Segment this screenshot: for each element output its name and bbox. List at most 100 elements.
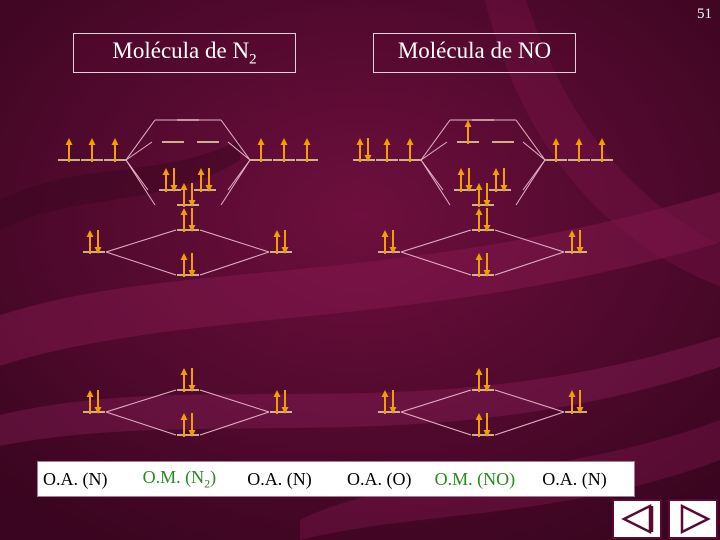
n2-right-atom-1s-electron-up <box>273 390 281 414</box>
n2-conn-r-pistar <box>227 141 251 161</box>
n2-left-atom-2s-electron-up <box>86 230 94 254</box>
no-conn-r-sigma2p <box>515 159 546 206</box>
footer-label-bar: O.A. (N) O.M. (N2) O.A. (N) O.A. (O) O.M… <box>37 461 635 497</box>
no-conn-l-sstar2s <box>400 229 472 253</box>
n2-mo-sigma-star-1s-electron-up <box>180 368 188 392</box>
n2-mo-sigma-2p-electron-up <box>180 183 188 207</box>
n2-mo-sigma-2s-electron-down <box>188 253 196 277</box>
no-mo-pi-2p-1-electron-down <box>465 168 473 192</box>
n2-left-atom-2s-electron-down <box>94 230 102 254</box>
n2-mo-pi-2p-1-electron-up <box>162 168 170 192</box>
n2-conn-l-pistar <box>125 141 153 161</box>
no-mo-pi-2p-2-electron-up <box>492 168 500 192</box>
label-n2-mo-sub: 2 <box>204 476 211 491</box>
no-left-atom-2p-1-electron-up <box>356 138 364 162</box>
n2-right-atom-2p-2-electron-up <box>280 138 288 162</box>
n2-mo-sigma-star-2s-electron-down <box>188 208 196 232</box>
no-conn-r-sigma1s <box>494 411 565 436</box>
n2-mo-sigma-1s-electron-up <box>180 413 188 437</box>
n2-left-atom-2p-3-electron-up <box>111 138 119 162</box>
no-mo-pi-star-2p-1-electron-up <box>464 120 472 144</box>
no-mo-sigma-star-2s-electron-up <box>475 208 483 232</box>
no-left-atom-2p-3-electron-up <box>406 138 414 162</box>
n2-mo-sigma-2s-electron-up <box>180 253 188 277</box>
n2-left-atom-1s-electron-up <box>86 390 94 414</box>
n2-right-atom-2s-electron-down <box>281 230 289 254</box>
n2-conn-l-sstar2s <box>105 229 177 253</box>
triangle-left-icon <box>621 503 654 535</box>
no-right-atom-1s-electron-up <box>568 390 576 414</box>
no-right-atom-2p-1-electron-up <box>552 138 560 162</box>
title-no-molecule: Molécula de NO <box>373 33 576 73</box>
label-n2-left-atomic-orbitals: O.A. (N) <box>43 468 108 489</box>
no-conn-r-sstar2s <box>494 229 565 253</box>
no-mo-sigma-star-1s-electron-up <box>475 368 483 392</box>
label-n2-molecular-orbitals: O.M. (N2) <box>143 467 248 492</box>
no-conn-r-pistar <box>522 141 546 161</box>
n2-conn-l-sigma2p <box>125 159 156 206</box>
n2-left-atom-1s-electron-down <box>94 390 102 414</box>
label-no-left-atomic-orbitals: O.A. (O) <box>346 468 412 489</box>
n2-conn-r-sstar1s <box>199 389 270 413</box>
n2-conn-l-sigma2s <box>105 251 177 276</box>
no-mo-sigma-star-2s-electron-down <box>483 208 491 232</box>
no-mo-sigma-2p-electron-down <box>483 183 491 207</box>
n2-right-atom-1s-electron-down <box>281 390 289 414</box>
no-left-atom-1s-electron-down <box>389 390 397 414</box>
no-conn-l-pistar <box>420 141 448 161</box>
triangle-right-icon <box>680 503 711 535</box>
no-conn-l-sstar1s <box>400 389 472 413</box>
n2-conn-l-sstar2p <box>125 119 156 161</box>
n2-conn-l-sigma1s <box>105 411 177 436</box>
title-n2-subscript: 2 <box>249 51 257 68</box>
label-no-molecular-orbitals: O.M. (NO) <box>434 468 516 489</box>
no-mo-sigma-2s-electron-up <box>475 253 483 277</box>
no-mo-pi-2p-1-electron-up <box>457 168 465 192</box>
no-mo-sigma-star-1s-electron-down <box>483 368 491 392</box>
no-conn-r-sstar2p <box>515 119 546 161</box>
n2-conn-r-sigma1s <box>199 411 270 436</box>
no-mo-sigma-1s-electron-up <box>475 413 483 437</box>
title-n2-molecule: Molécula de N2 <box>73 33 296 73</box>
n2-left-atom-2p-2-electron-up <box>88 138 96 162</box>
title-no-text: Molécula de NO <box>397 38 552 63</box>
no-left-atom-1s-electron-up <box>381 390 389 414</box>
n2-right-atom-2p-3-electron-up <box>303 138 311 162</box>
no-mo-sigma-1s-electron-down <box>483 413 491 437</box>
n2-mo-pi-2p-1-electron-down <box>170 168 178 192</box>
no-mo-sigma-2s-electron-down <box>483 253 491 277</box>
no-right-atom-2s-electron-up <box>568 230 576 254</box>
n2-conn-r-sstar2s <box>199 229 270 253</box>
n2-right-atom-2s-electron-up <box>273 230 281 254</box>
label-n2-right-atomic-orbitals: O.A. (N) <box>247 468 312 489</box>
no-left-atom-2p-2-electron-up <box>383 138 391 162</box>
no-right-atom-2p-3-electron-up <box>598 138 606 162</box>
no-right-atom-1s-electron-down <box>576 390 584 414</box>
n2-conn-l-sstar1s <box>105 389 177 413</box>
no-right-atom-2p-2-electron-up <box>575 138 583 162</box>
previous-slide-button[interactable] <box>612 499 662 539</box>
no-conn-l-sigma2s <box>400 251 472 276</box>
n2-mo-sigma-1s-electron-down <box>188 413 196 437</box>
n2-right-atom-2p-1-electron-up <box>257 138 265 162</box>
page-number: 51 <box>697 6 712 22</box>
n2-mo-sigma-2p-electron-down <box>188 183 196 207</box>
no-left-atom-2s-electron-up <box>381 230 389 254</box>
label-n2-mo-text: O.M. (N <box>142 466 205 487</box>
no-mo-sigma-2p-electron-up <box>475 183 483 207</box>
n2-conn-r-sigma2p <box>220 159 251 206</box>
title-n2-text: Molécula de N <box>112 38 250 63</box>
no-right-atom-2s-electron-down <box>576 230 584 254</box>
next-slide-button[interactable] <box>668 499 718 539</box>
no-conn-l-sigma1s <box>400 411 472 436</box>
no-mo-pi-2p-2-electron-down <box>500 168 508 192</box>
no-left-atom-2p-1-electron-down <box>364 138 372 162</box>
no-conn-r-sstar1s <box>494 389 565 413</box>
label-n2-mo-close: ) <box>210 466 217 487</box>
no-conn-r-sigma2s <box>494 251 565 276</box>
no-conn-l-sigma2p <box>420 159 451 206</box>
n2-conn-r-sstar2p <box>220 119 251 161</box>
no-left-atom-2s-electron-down <box>389 230 397 254</box>
n2-mo-sigma-star-1s-electron-down <box>188 368 196 392</box>
n2-mo-pi-2p-2-electron-up <box>197 168 205 192</box>
